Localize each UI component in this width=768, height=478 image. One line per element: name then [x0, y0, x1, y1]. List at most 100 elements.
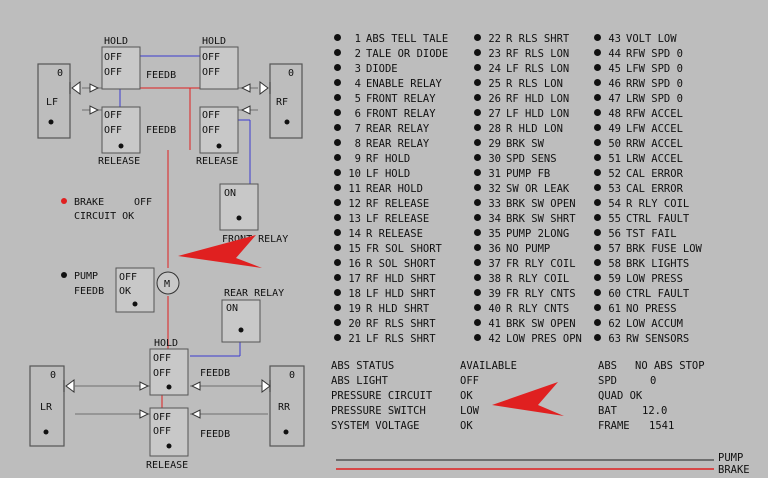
status-label: PRESSURE SWITCH — [331, 405, 426, 417]
code-number: 11 — [348, 183, 361, 195]
code-indicator-dot — [474, 199, 481, 206]
code-text: RF HLD SHRT — [366, 273, 436, 285]
code-text: BRK LIGHTS — [626, 258, 690, 270]
code-number: 35 — [488, 228, 501, 240]
code-number: 27 — [488, 108, 501, 120]
code-text: LFW SPD 0 — [626, 63, 683, 75]
svg-text:ON: ON — [224, 188, 236, 199]
code-indicator-dot — [474, 289, 481, 296]
svg-text:FRONT RELAY: FRONT RELAY — [222, 234, 288, 245]
code-number: 55 — [608, 213, 621, 225]
code-number: 21 — [348, 333, 361, 345]
code-number: 51 — [608, 153, 621, 165]
rear-release-valve: OFF OFF — [149, 407, 189, 457]
svg-text:OFF: OFF — [153, 412, 171, 423]
code-text: VOLT LOW — [626, 33, 677, 45]
pointer-arrow-pressure — [492, 382, 564, 416]
svg-text:OFF: OFF — [104, 110, 122, 121]
svg-text:LF: LF — [46, 97, 58, 108]
code-indicator-dot — [474, 64, 481, 71]
code-number: 48 — [608, 108, 621, 120]
trouble-code-item: 15 FR SOL SHORT — [334, 243, 442, 256]
code-text: PUMP 2LONG — [506, 228, 570, 240]
code-indicator-dot — [594, 229, 601, 236]
code-number: 38 — [488, 273, 501, 285]
code-number: 45 — [608, 63, 621, 75]
code-indicator-dot — [474, 139, 481, 146]
svg-text:OFF: OFF — [202, 67, 220, 78]
code-text: TST FAIL — [626, 228, 677, 240]
status-value: OK — [460, 420, 473, 432]
code-text: FR SOL SHORT — [366, 243, 442, 255]
code-number: 33 — [488, 198, 501, 210]
svg-text:ON: ON — [226, 303, 238, 314]
code-text: LFW ACCEL — [626, 123, 683, 135]
code-text: LOW ACCUM — [626, 318, 683, 330]
legend-pump-label: PUMP — [718, 452, 744, 464]
code-indicator-dot — [334, 304, 341, 311]
code-indicator-dot — [474, 334, 481, 341]
svg-text:0: 0 — [50, 370, 56, 381]
code-text: R RLS SHRT — [506, 33, 570, 45]
code-number: 15 — [348, 243, 361, 255]
code-indicator-dot — [594, 244, 601, 251]
spd-value: 0 — [650, 375, 657, 387]
code-indicator-dot — [594, 109, 601, 116]
code-number: 7 — [354, 123, 361, 135]
code-indicator-dot — [474, 214, 481, 221]
code-indicator-dot — [594, 139, 601, 146]
code-number: 54 — [608, 198, 621, 210]
code-number: 9 — [354, 153, 361, 165]
code-text: LF RELEASE — [366, 213, 430, 225]
code-text: LRW ACCEL — [626, 153, 683, 165]
code-indicator-dot — [474, 49, 481, 56]
code-indicator-dot — [334, 139, 341, 146]
code-indicator-dot — [334, 94, 341, 101]
svg-text:OFF: OFF — [153, 353, 171, 364]
code-text: BRK SW SHRT — [506, 213, 576, 225]
code-text: TALE OR DIODE — [366, 48, 449, 60]
code-indicator-dot — [334, 274, 341, 281]
code-text: RRW SPD 0 — [626, 78, 683, 90]
code-text: REAR HOLD — [366, 183, 423, 195]
code-number: 39 — [488, 288, 501, 300]
lf-hold-valve: OFF OFF — [101, 46, 141, 90]
code-indicator-dot — [334, 109, 341, 116]
code-number: 10 — [348, 168, 361, 180]
svg-text:FEEDB: FEEDB — [200, 429, 230, 440]
code-number: 5 — [354, 93, 361, 105]
code-text: R RLY COIL — [506, 273, 570, 285]
code-indicator-dot — [474, 244, 481, 251]
code-number: 19 — [348, 303, 361, 315]
rr-wheel: 0 RR — [261, 365, 305, 447]
code-number: 47 — [608, 93, 621, 105]
svg-text:REAR RELAY: REAR RELAY — [224, 288, 284, 299]
code-text: R RLY COIL — [626, 198, 690, 210]
rf-release-valve: OFF OFF — [199, 106, 239, 154]
code-text: NO PRESS — [626, 303, 677, 315]
code-number: 58 — [608, 258, 621, 270]
code-indicator-dot — [334, 49, 341, 56]
frame-label: FRAME — [598, 420, 630, 432]
code-number: 63 — [608, 333, 621, 345]
code-number: 6 — [354, 108, 361, 120]
